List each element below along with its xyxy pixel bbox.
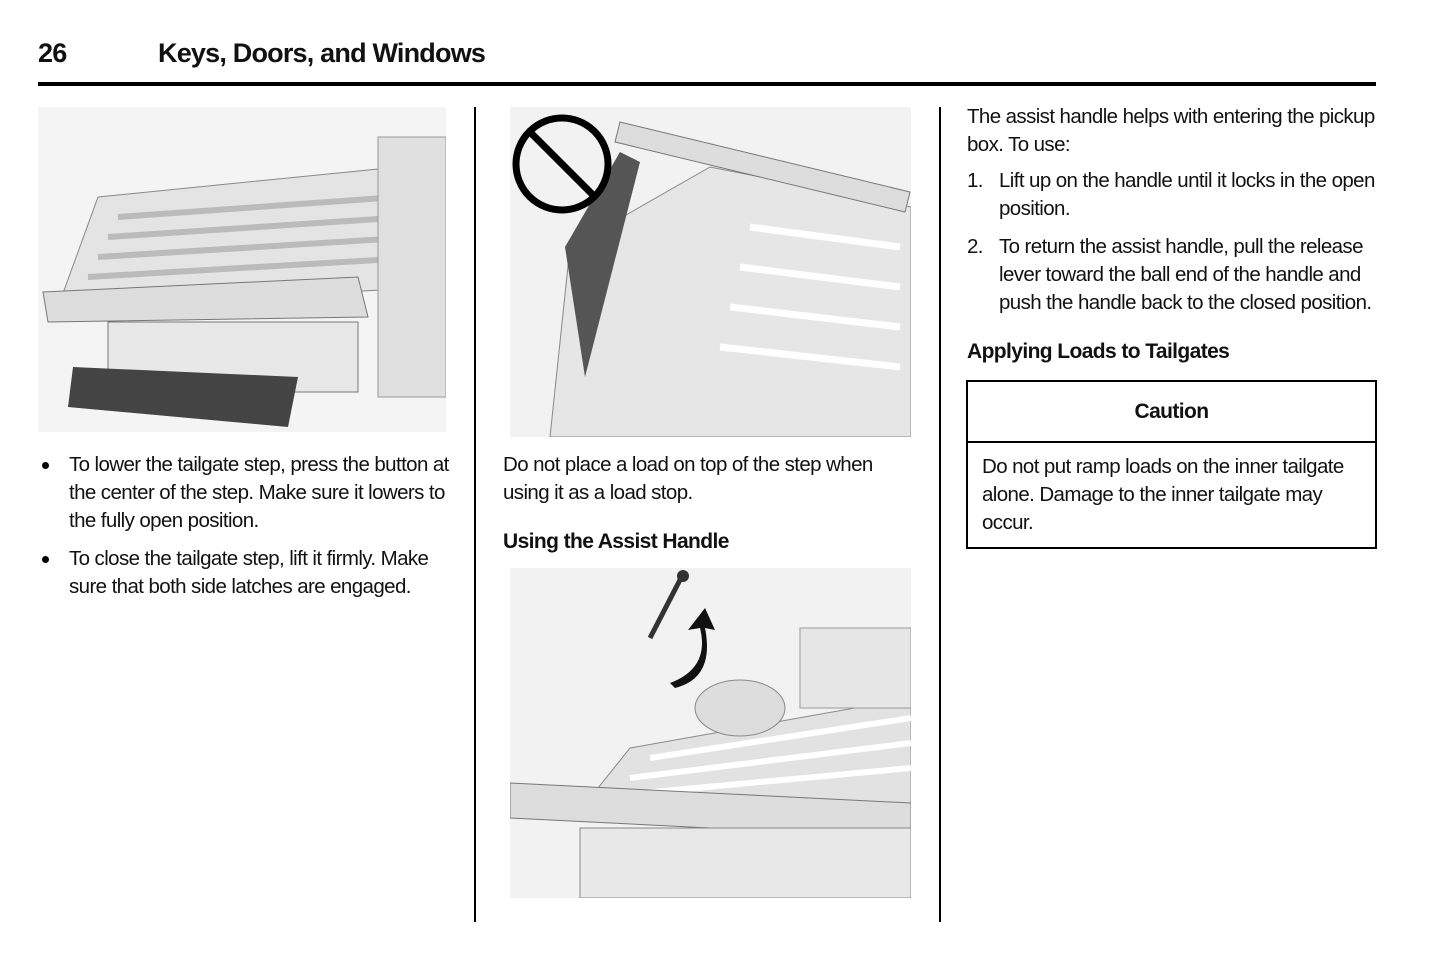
tailgate-step-illustration: [38, 107, 447, 432]
page-number: 26: [38, 38, 67, 68]
load-stop-illustration: [510, 107, 912, 438]
section-title: Keys, Doors, and Windows: [158, 38, 486, 68]
tailgate-step-instructions: To lower the tailgate step, press the bu…: [38, 451, 453, 611]
assist-handle-heading: Using the Assist Handle: [503, 530, 729, 553]
caution-body: Do not put ramp loads on the inner tailg…: [982, 455, 1344, 534]
step-item: 2. To return the assist handle, pull the …: [967, 233, 1382, 317]
prohibited-icon: [512, 114, 612, 214]
bullet-item: To close the tailgate step, lift it firm…: [38, 545, 453, 601]
step-text: To return the assist handle, pull the re…: [999, 235, 1372, 314]
caution-title: Caution: [968, 382, 1375, 443]
applying-loads-heading: Applying Loads to Tailgates: [967, 340, 1230, 363]
column-divider: [939, 107, 941, 922]
step-item: 1. Lift up on the handle until it locks i…: [967, 167, 1382, 223]
header-rule: [38, 82, 1376, 86]
assist-handle-section: The assist handle helps with entering th…: [967, 103, 1382, 327]
step-number: 1.: [967, 169, 984, 192]
assist-handle-intro: The assist handle helps with entering th…: [967, 105, 1375, 156]
bullet-item: To lower the tailgate step, press the bu…: [38, 451, 453, 535]
step-number: 2.: [967, 235, 984, 258]
caution-box: Caution Do not put ramp loads on the inn…: [966, 380, 1377, 549]
column-divider: [474, 107, 476, 922]
load-stop-warning: Do not place a load on top of the step w…: [503, 453, 873, 504]
assist-handle-illustration: [509, 568, 912, 899]
step-text: Lift up on the handle until it locks in …: [999, 169, 1375, 220]
